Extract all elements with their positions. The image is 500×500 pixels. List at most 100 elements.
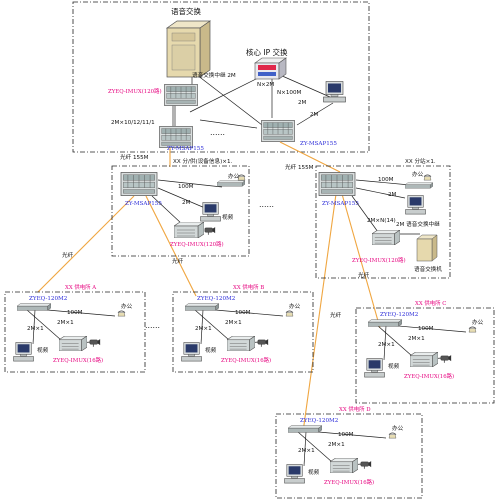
remote-camera	[257, 338, 269, 347]
remote-100m: 100M	[67, 310, 83, 316]
remote-mux	[410, 352, 438, 367]
core-2m-left: 2M	[298, 100, 307, 106]
voice-switch-title: 语音交换	[171, 6, 201, 16]
core-dots: ……	[210, 128, 225, 137]
ip-link-n2m: N×2M	[257, 82, 274, 88]
site-b-2m: 2M	[388, 192, 397, 198]
remote-office: 办公	[392, 424, 404, 432]
remote-pc	[364, 358, 386, 378]
remote-mux	[330, 458, 358, 473]
remote-office: 办公	[289, 302, 301, 310]
site-a-100m: 100M	[178, 184, 194, 190]
remote-2m-left: 2M×1	[298, 448, 315, 454]
remote-pc	[181, 342, 203, 362]
site-b-100m: 100M	[378, 177, 394, 183]
remote-site-box	[275, 413, 423, 499]
remote-dots: ……	[145, 321, 160, 330]
fiber-links	[37, 141, 381, 433]
site-a-pc	[200, 202, 222, 222]
ip-link-n100m: N×100M	[277, 90, 302, 96]
remote-router-label: ZYEQ-120M2	[300, 418, 339, 424]
remote-mux	[227, 336, 255, 351]
site-b-router	[405, 182, 433, 189]
site-a-sdh	[120, 172, 158, 196]
core-room-box	[72, 1, 370, 153]
remote-site-title: XX 供电所 C	[415, 299, 446, 307]
remote-phone	[388, 432, 397, 439]
remote-camera	[440, 354, 452, 363]
remote-camera	[89, 338, 101, 347]
site-a-links	[151, 179, 223, 225]
site-b-title: XX 分站×1.	[405, 157, 436, 165]
core-rate-label: 2M×10/12/11/1	[111, 120, 155, 126]
site-b-phone	[423, 174, 432, 181]
fiber-label-3: 光纤	[358, 271, 370, 279]
core-ip-switch	[254, 57, 287, 80]
fiber-label-a: 光纤 155M	[120, 153, 149, 161]
remote-phone	[117, 310, 126, 317]
remote-monitor: 视频	[37, 346, 49, 354]
site-a-monitor: 视频	[222, 213, 234, 221]
remote-2m-left: 2M×1	[195, 326, 212, 332]
site-a-mux-label: ZYEQ-IMUX(120路)	[170, 240, 224, 248]
remote-site-4: XX 供电所 DZYEQ-120M2100M办公2M×12M×1视频ZYEQ-I…	[275, 405, 423, 499]
remote-router	[17, 303, 51, 311]
remote-pc	[284, 464, 306, 484]
remote-router	[288, 425, 322, 433]
fiber-label-1: 光纤	[62, 251, 74, 259]
remote-100m: 100M	[338, 432, 354, 438]
site-b-sdh-label: ZY-MSAP155	[322, 201, 359, 207]
site-b-2m-n: 2M×N(14)	[367, 218, 396, 224]
remote-mux-label: ZYEQ-IMUX(16路)	[53, 356, 103, 364]
remote-2m-left: 2M×1	[378, 342, 395, 348]
site-a-2m: 2M	[182, 200, 191, 206]
site-b-voice-switch	[416, 234, 438, 262]
remote-router-label: ZYEQ-120M2	[380, 312, 419, 318]
remote-pc	[13, 342, 35, 362]
remote-mux-label: ZYEQ-IMUX(16路)	[324, 478, 374, 486]
remote-2m-right: 2M×1	[57, 320, 74, 326]
site-a-office: 办公	[228, 172, 240, 180]
remote-2m-right: 2M×1	[408, 336, 425, 342]
fiber-label-b: 光纤 155M	[285, 163, 314, 171]
site-a-box	[111, 165, 250, 257]
core-sdh-right-label: ZY-MSAP155	[300, 141, 337, 147]
remote-site-1: XX 供电所 AZYEQ-120M2100M办公2M×12M×1视频ZYEQ-I…	[4, 283, 146, 373]
remote-100m: 100M	[418, 326, 434, 332]
fiber-label-4: 光纤	[330, 311, 342, 319]
core-sdh-right	[261, 120, 295, 142]
remote-camera	[360, 460, 372, 469]
site-a-sdh-label: ZY-MSAP155	[125, 201, 162, 207]
site-b-links	[351, 179, 420, 235]
site-a-mux	[174, 222, 204, 238]
core-sdh-left	[159, 126, 193, 148]
remote-monitor: 视频	[308, 468, 320, 476]
remote-site-box	[172, 291, 314, 373]
site-b-voice-relay: 2M 语音交换中继	[396, 220, 440, 228]
remote-router-label: ZYEQ-120M2	[29, 296, 68, 302]
core-ip-switch-title: 核心 IP 交换	[246, 47, 288, 57]
site-b-pc	[405, 195, 427, 215]
voice-switch-cabinet	[165, 20, 212, 78]
remote-site-title: XX 供电所 D	[339, 405, 371, 413]
remote-sites: XX 供电所 AZYEQ-120M2100M办公2M×12M×1视频ZYEQ-I…	[4, 283, 495, 499]
site-a-camera	[204, 226, 216, 235]
core-2m-right: 2M	[310, 112, 319, 118]
remote-mux-label: ZYEQ-IMUX(16路)	[404, 372, 454, 380]
remote-2m-left: 2M×1	[27, 326, 44, 332]
core-links	[172, 60, 334, 129]
core-mux-label: ZYEQ-IMUX(120路)	[108, 87, 162, 95]
remote-mux	[59, 336, 87, 351]
site-a-title: XX 分/供(设备信息)×1.	[173, 157, 233, 165]
remote-100m: 100M	[235, 310, 251, 316]
site-b-voice-switch-label: 语音交换机	[414, 265, 442, 273]
remote-monitor: 视频	[205, 346, 217, 354]
site-b-box	[315, 165, 451, 279]
core-pc	[323, 81, 346, 103]
site-b-mux	[372, 230, 400, 245]
fiber-label-2: 光纤	[172, 257, 184, 265]
remote-router	[368, 319, 402, 327]
remote-site-box	[355, 307, 495, 404]
